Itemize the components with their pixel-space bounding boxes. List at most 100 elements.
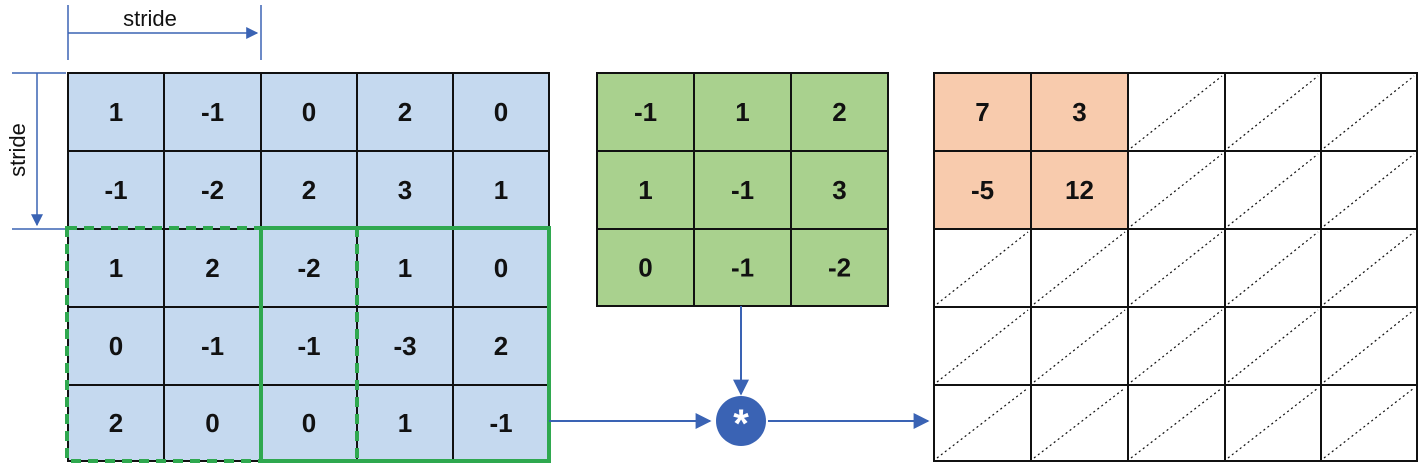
input-matrix-cell: 3	[356, 150, 454, 230]
kernel-matrix-cell-box	[693, 228, 792, 307]
input-matrix-cell: 1	[67, 72, 165, 152]
kernel-matrix-cell-value: 1	[735, 97, 749, 127]
kernel-matrix-cell-value: -1	[731, 175, 754, 205]
empty-cell-diagonal	[1227, 309, 1319, 383]
input-matrix-cell: -2	[163, 150, 262, 230]
input-matrix-cell-box	[163, 150, 262, 230]
input-matrix-cell-value: 0	[494, 97, 508, 127]
asterisk-icon: *	[733, 402, 749, 446]
output-matrix-cell-value: -5	[971, 175, 994, 205]
input-matrix-cell-box	[356, 228, 454, 308]
empty-cell-diagonal	[1130, 153, 1223, 227]
kernel-matrix-cell: 2	[790, 72, 889, 152]
output-matrix-cell	[1320, 150, 1418, 230]
kernel-matrix-cell: -2	[790, 228, 889, 307]
input-matrix-cell-value: -3	[393, 331, 416, 361]
output-matrix-cell	[1224, 150, 1322, 230]
input-matrix-cell-value: 0	[494, 253, 508, 283]
input-matrix-cell: 0	[452, 228, 550, 308]
output-matrix-cell	[1320, 228, 1418, 308]
output-matrix-cell	[1320, 384, 1418, 462]
input-matrix-cell-value: 2	[494, 331, 508, 361]
kernel-matrix-cell-value: -2	[828, 253, 851, 283]
input-matrix-cell-box	[67, 150, 165, 230]
output-matrix-cell-box	[1224, 384, 1322, 462]
empty-cell-diagonal	[1033, 231, 1126, 305]
output-matrix-cell: -5	[933, 150, 1032, 230]
kernel-matrix-cell-value: 0	[638, 253, 652, 283]
input-matrix-cell-box	[67, 228, 165, 308]
empty-cell-diagonal	[1130, 75, 1223, 149]
kernel-matrix-cell: -1	[693, 228, 792, 307]
previous-window-dashed-outline	[65, 226, 359, 463]
empty-cell-diagonal	[1323, 387, 1415, 459]
output-matrix-cell	[1030, 306, 1129, 386]
input-matrix-cell-box	[452, 150, 550, 230]
input-matrix-cell-value: -1	[104, 175, 127, 205]
input-matrix-cell: -2	[260, 228, 358, 308]
input-matrix-cell-value: 2	[398, 97, 412, 127]
kernel-matrix-cell-box	[596, 150, 695, 230]
empty-cell-diagonal	[1130, 387, 1223, 459]
output-matrix-cell: 3	[1030, 72, 1129, 152]
output-matrix-cell	[1127, 306, 1226, 386]
input-matrix-cell-value: 0	[205, 408, 219, 438]
input-matrix-cell: 1	[452, 150, 550, 230]
kernel-matrix-cell-value: 2	[832, 97, 846, 127]
input-matrix-cell: 1	[356, 384, 454, 462]
empty-cell-diagonal	[1323, 231, 1415, 305]
output-matrix-cell	[1224, 384, 1322, 462]
current-window-outline	[259, 226, 551, 463]
output-matrix-cell-box	[933, 384, 1032, 462]
input-matrix-cell: 2	[260, 150, 358, 230]
input-matrix-cell-box	[163, 306, 262, 386]
input-matrix-cell-value: 1	[109, 97, 123, 127]
input-matrix-cell: -1	[67, 150, 165, 230]
input-matrix-cell-value: 0	[302, 408, 316, 438]
input-matrix-cell: 1	[67, 228, 165, 308]
input-matrix-cell-value: -1	[489, 408, 512, 438]
output-matrix-cell	[933, 384, 1032, 462]
input-matrix-cell-box	[67, 384, 165, 462]
input-matrix-cell: 2	[356, 72, 454, 152]
input-matrix-cell: 0	[67, 306, 165, 386]
stride-vertical-indicator: stride	[5, 72, 66, 230]
input-matrix-cell: 2	[163, 228, 262, 308]
output-matrix-cell	[1224, 228, 1322, 308]
input-matrix-cell-value: -1	[201, 97, 224, 127]
empty-cell-diagonal	[936, 309, 1029, 383]
output-matrix-cell-value: 3	[1072, 97, 1086, 127]
empty-cell-diagonal	[1033, 309, 1126, 383]
output-matrix-cell	[1320, 72, 1418, 152]
kernel-matrix-cell-box	[693, 72, 792, 152]
input-matrix-cell: -1	[260, 306, 358, 386]
input-matrix-cell-value: 2	[109, 408, 123, 438]
stride-vertical-label: stride	[5, 123, 30, 177]
empty-cell-diagonal	[1130, 309, 1223, 383]
input-matrix-cell-value: 2	[302, 175, 316, 205]
output-matrix-cell	[1030, 228, 1129, 308]
output-matrix-cell	[933, 228, 1032, 308]
output-matrix-cell: 12	[1030, 150, 1129, 230]
kernel-matrix-cell-value: 3	[832, 175, 846, 205]
output-matrix-cell	[1127, 228, 1226, 308]
output-matrix-cell	[933, 306, 1032, 386]
empty-cell-diagonal	[936, 387, 1029, 459]
input-matrix-cell-box	[452, 72, 550, 152]
input-matrix-cell-box	[260, 228, 358, 308]
input-matrix-cell-value: 2	[205, 253, 219, 283]
kernel-matrix-cell-value: -1	[634, 97, 657, 127]
empty-cell-diagonal	[1323, 309, 1415, 383]
empty-cell-diagonal	[1227, 75, 1319, 149]
output-matrix-cell	[1127, 384, 1226, 462]
output-matrix-cell	[1224, 306, 1322, 386]
empty-cell-diagonal	[1130, 231, 1223, 305]
input-matrix-cell: 0	[163, 384, 262, 462]
empty-cell-diagonal	[1227, 231, 1319, 305]
input-matrix-cell-value: -2	[201, 175, 224, 205]
kernel-matrix-cell: 1	[693, 72, 792, 152]
output-matrix-cell-box	[1320, 384, 1418, 462]
